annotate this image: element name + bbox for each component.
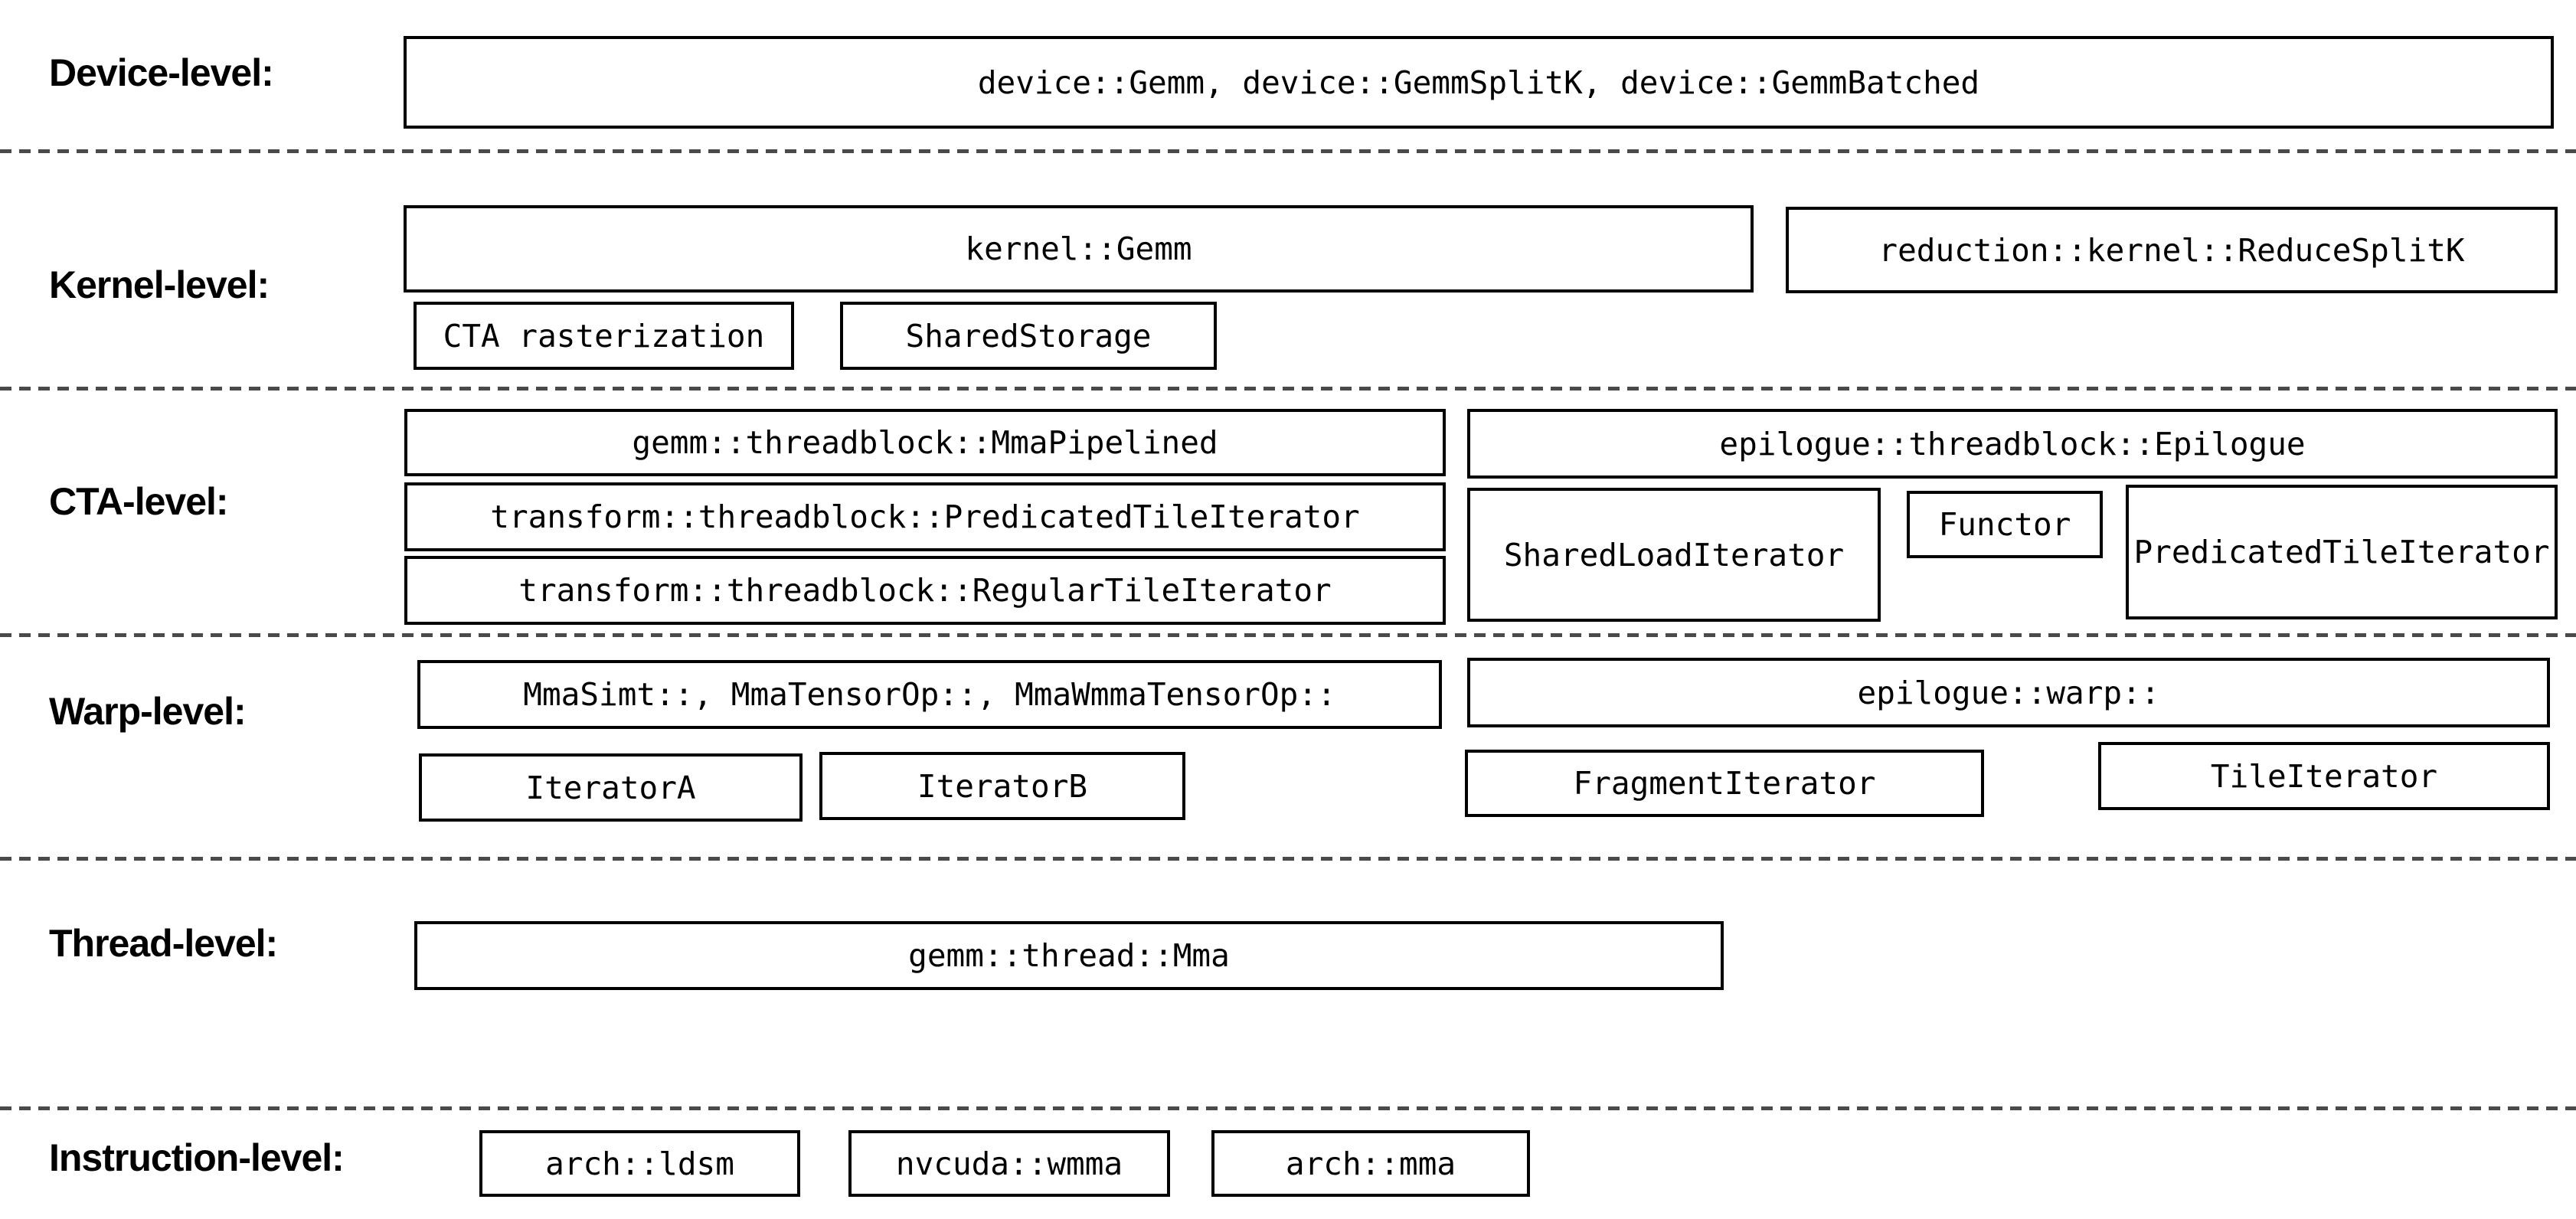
arch-mma-box: arch::mma — [1211, 1130, 1530, 1197]
cta-level-label: CTA-level: — [49, 480, 229, 523]
transform-regular-tile-iterator-box: transform::threadblock::RegularTileItera… — [404, 556, 1446, 625]
mma-pipelined-box: gemm::threadblock::MmaPipelined — [404, 409, 1446, 476]
nvcuda-wmma-box: nvcuda::wmma — [848, 1130, 1170, 1197]
reduce-split-k-box: reduction::kernel::ReduceSplitK — [1786, 207, 2558, 293]
epilogue-threadblock-box: epilogue::threadblock::Epilogue — [1467, 409, 2558, 479]
device-gemm-apis-box: device::Gemm, device::GemmSplitK, device… — [404, 36, 2554, 129]
tile-iterator-box: TileIterator — [2098, 742, 2550, 810]
epilogue-predicated-tile-iterator-box: PredicatedTileIterator — [2126, 485, 2558, 619]
instruction-level-label: Instruction-level: — [49, 1136, 345, 1179]
level-separator-device-kernel — [0, 149, 2576, 153]
device-level-label: Device-level: — [49, 51, 274, 94]
transform-predicated-tile-iterator-box: transform::threadblock::PredicatedTileIt… — [404, 482, 1446, 551]
gemm-thread-mma-box: gemm::thread::Mma — [414, 921, 1724, 990]
shared-storage-box: SharedStorage — [840, 302, 1217, 370]
shared-load-iterator-box: SharedLoadIterator — [1467, 488, 1881, 622]
fragment-iterator-box: FragmentIterator — [1465, 750, 1984, 817]
iterator-a-box: IteratorA — [419, 753, 803, 822]
level-separator-kernel-cta — [0, 387, 2576, 391]
level-separator-thread-instruction — [0, 1106, 2576, 1110]
epilogue-warp-box: epilogue::warp:: — [1467, 658, 2550, 727]
arch-ldsm-box: arch::ldsm — [479, 1130, 800, 1197]
kernel-level-label: Kernel-level: — [49, 263, 270, 306]
iterator-b-box: IteratorB — [819, 752, 1185, 820]
level-separator-cta-warp — [0, 633, 2576, 637]
functor-box: Functor — [1907, 491, 2103, 558]
warp-mma-variants-box: MmaSimt::, MmaTensorOp::, MmaWmmaTensorO… — [417, 660, 1442, 729]
cta-rasterization-box: CTA rasterization — [414, 302, 794, 370]
warp-level-label: Warp-level: — [49, 690, 247, 733]
thread-level-label: Thread-level: — [49, 922, 278, 965]
kernel-gemm-box: kernel::Gemm — [404, 205, 1754, 292]
level-separator-warp-thread — [0, 857, 2576, 861]
